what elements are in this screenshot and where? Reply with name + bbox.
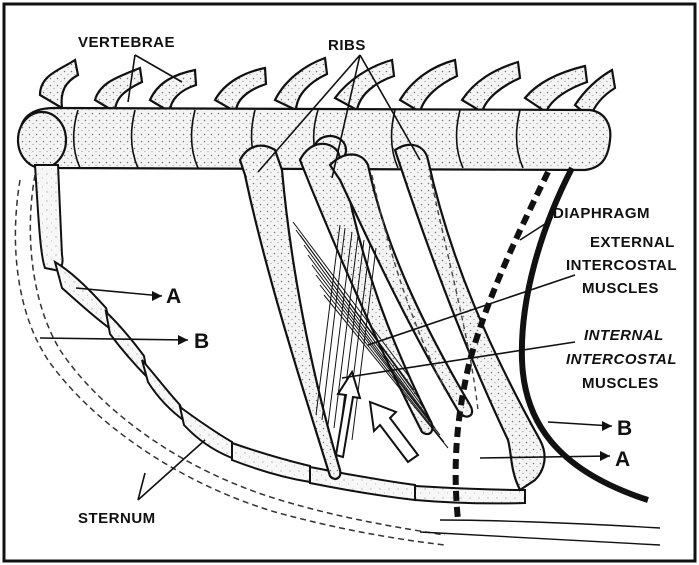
sternebra — [180, 407, 232, 458]
label-internal-line1: INTERNAL — [584, 327, 664, 344]
label-sternum: STERNUM — [78, 510, 156, 527]
sternebra — [106, 312, 148, 378]
label-external-line3: MUSCLES — [582, 280, 659, 297]
arrowhead-icon — [602, 421, 612, 431]
label-external-line2: INTERCOSTAL — [566, 257, 677, 274]
spinous-process — [40, 60, 78, 108]
arrowhead-icon — [152, 291, 162, 301]
label-ribs: RIBS — [328, 37, 366, 54]
label-a-right: A — [615, 448, 630, 471]
arrowhead-icon — [600, 451, 610, 461]
label-diaphragm: DIAPHRAGM — [553, 205, 650, 222]
spinous-process — [95, 68, 142, 112]
spinous-process — [215, 68, 266, 112]
sternebra — [142, 360, 186, 422]
spinous-process — [335, 60, 394, 110]
label-b-right: B — [617, 417, 632, 440]
label-internal-line2: INTERCOSTAL — [566, 351, 677, 368]
sternebra — [232, 443, 310, 482]
sternebra — [310, 467, 415, 500]
label-internal-line3: MUSCLES — [582, 375, 659, 392]
first-rib-segment — [35, 165, 63, 270]
label-a-left: A — [166, 285, 181, 308]
label-vertebrae: VERTEBRAE — [78, 34, 175, 51]
sternebra — [415, 486, 525, 503]
sternebra — [55, 262, 112, 330]
label-b-left: B — [194, 330, 209, 353]
spinous-process — [400, 60, 457, 112]
arrowhead-icon — [178, 335, 188, 345]
spinous-process — [462, 62, 520, 112]
label-external-line1: EXTERNAL — [590, 234, 675, 251]
